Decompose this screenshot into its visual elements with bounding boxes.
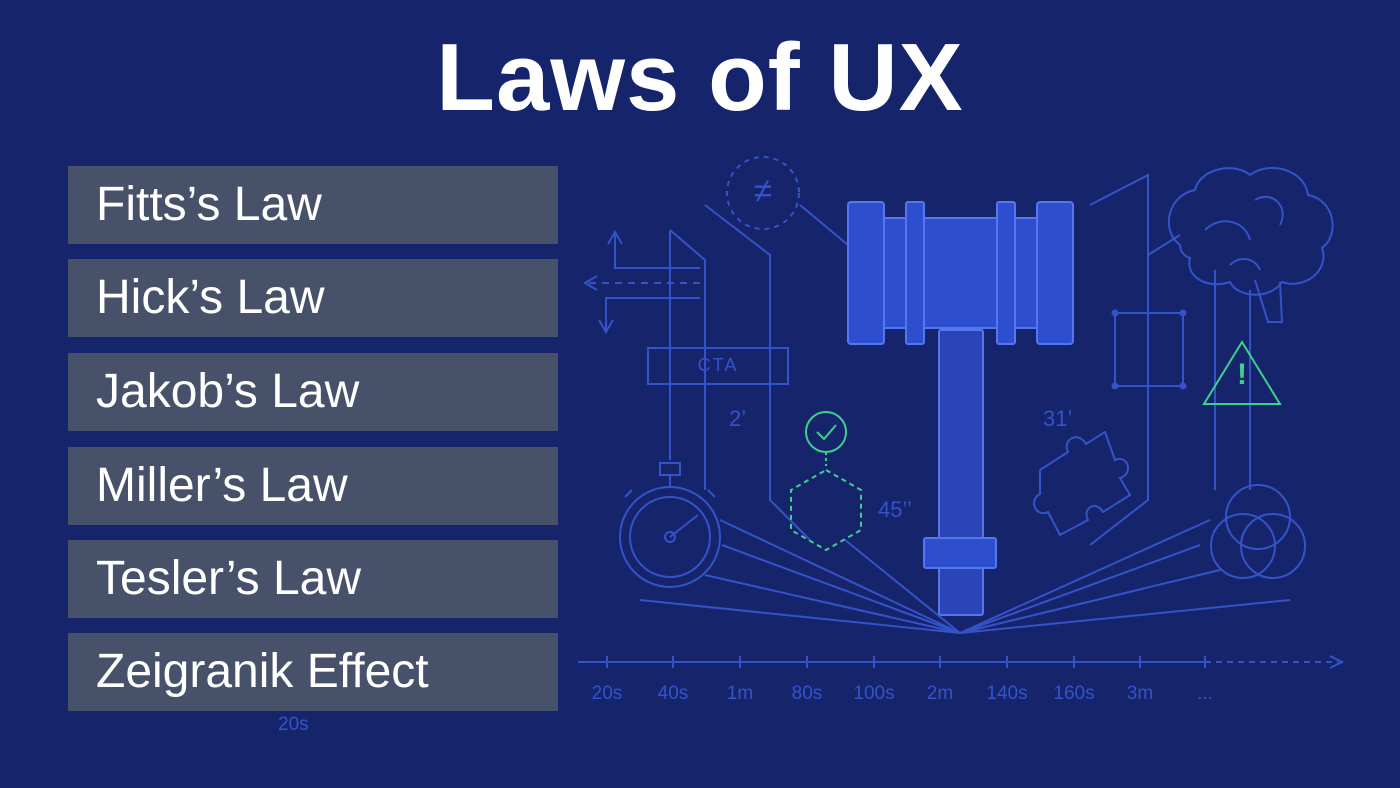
duration-c-label: 31’ <box>1043 406 1073 431</box>
timeline-tick-label: 20s <box>591 683 623 704</box>
fan-lines <box>639 519 1291 634</box>
direction-arrows-icon <box>583 230 700 334</box>
timeline-tick-label: ... <box>1197 683 1213 704</box>
law-item-teslers[interactable]: Tesler’s Law <box>68 540 558 618</box>
cta-label: CTA <box>697 355 739 375</box>
frame-lines <box>669 173 1251 546</box>
duration-a-label: 2’ <box>729 406 747 431</box>
page-title: Laws of UX <box>436 24 964 131</box>
timeline-tick-label: 40s <box>657 683 689 704</box>
cta-button-shape <box>647 347 789 385</box>
puzzle-icon <box>1033 430 1132 537</box>
law-item-jakobs[interactable]: Jakob’s Law <box>68 353 558 431</box>
duration-b-label: 45’’ <box>878 497 912 522</box>
brain-icon <box>1167 166 1334 323</box>
warning-icon <box>1202 340 1282 405</box>
timeline-tick-label: 140s <box>986 683 1028 704</box>
timeline-tick-label: 160s <box>1053 683 1095 704</box>
venn-icon <box>1210 484 1306 579</box>
timeline-tick-label: 3m <box>1126 683 1154 704</box>
hexagon-icon <box>790 468 862 552</box>
timeline-tick-label: 2m <box>926 683 954 704</box>
check-circle-icon <box>805 411 847 453</box>
stopwatch-icon <box>619 462 721 588</box>
warning-symbol: ! <box>1237 358 1247 391</box>
law-item-hicks[interactable]: Hick’s Law <box>68 259 558 337</box>
law-item-millers[interactable]: Miller’s Law <box>68 447 558 525</box>
not-equal-symbol: ≠ <box>753 172 773 210</box>
timeline-tick-label: 80s <box>791 683 823 704</box>
timeline-axis <box>578 655 1345 669</box>
gavel-icon <box>847 201 1074 616</box>
law-item-zeigranik[interactable]: Zeigranik Effect <box>68 633 558 711</box>
left-tick-label: 20s <box>278 714 309 735</box>
not-equal-icon <box>726 156 800 230</box>
timeline-tick-label: 1m <box>726 683 754 704</box>
square-icon <box>1111 309 1187 390</box>
timeline-tick-label: 100s <box>853 683 895 704</box>
law-item-fitts[interactable]: Fitts’s Law <box>68 166 558 244</box>
